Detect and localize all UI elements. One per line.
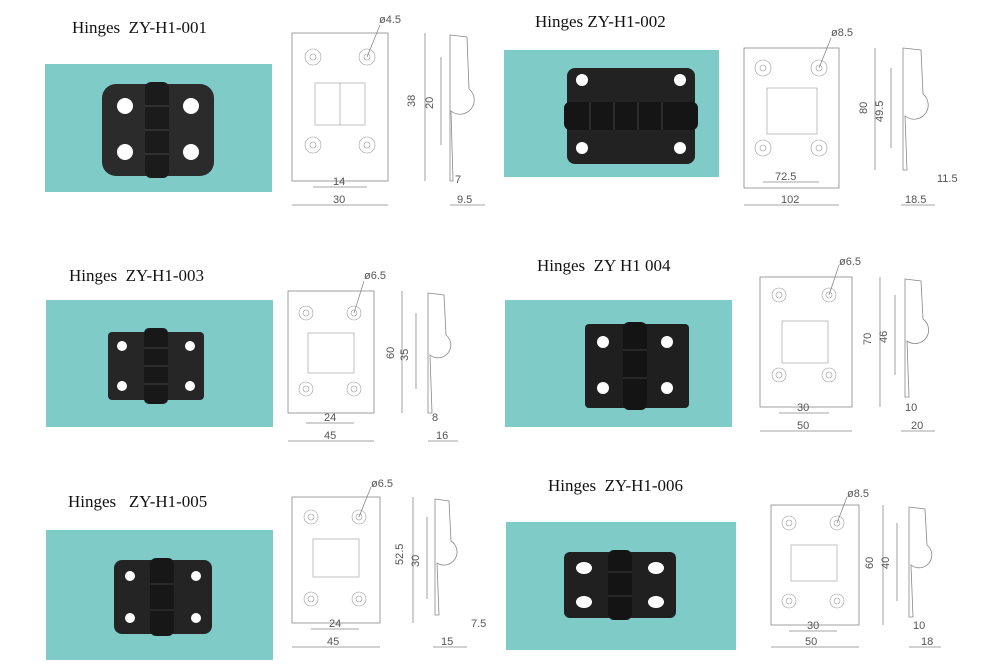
- height-total-label: 60: [864, 557, 876, 569]
- hinges-label: Hinges: [69, 266, 118, 285]
- product-photo: [506, 522, 736, 650]
- thickness-label: 8: [432, 412, 438, 424]
- width-total-label: 45: [324, 430, 336, 442]
- hinge-image: [564, 68, 698, 164]
- depth-label: 15: [441, 636, 453, 648]
- thickness-label: 10: [905, 402, 917, 414]
- hinge-image: [114, 558, 212, 636]
- model-code: ZY-H1-003: [125, 266, 205, 285]
- hinge-image: [585, 322, 689, 410]
- product-title: Hinges ZY-H1-003: [69, 266, 204, 286]
- product-photo: [46, 530, 273, 660]
- technical-drawing: ø6.5 45 24 60 35 8 16: [287, 270, 458, 442]
- hinges-label: Hinges: [68, 492, 117, 511]
- height-total-label: 80: [858, 102, 870, 114]
- hinge-image: [108, 328, 204, 404]
- thickness-label: 7: [455, 174, 461, 186]
- depth-label: 18.5: [905, 194, 926, 206]
- hinges-label: Hinges: [535, 12, 584, 31]
- width-total-label: 50: [805, 636, 817, 648]
- product-photo: [505, 300, 732, 427]
- hole-diameter-label: ø4.5: [379, 14, 401, 26]
- width-total-label: 50: [797, 420, 809, 432]
- product-title: Hinges ZY-H1-006: [548, 476, 683, 496]
- product-title: Hinges ZY H1 004: [537, 256, 670, 276]
- technical-drawing: ø6.5 50 30 70 46 10 20: [759, 256, 935, 432]
- model-code: ZY-H1-006: [604, 476, 684, 495]
- width-gap-label: 24: [329, 618, 341, 630]
- product-photo: [45, 64, 272, 192]
- height-inner-label: 20: [424, 97, 436, 109]
- hole-diameter-label: ø6.5: [364, 270, 386, 282]
- technical-drawing: ø4.5 30 14 38 20 7 9.5: [291, 14, 485, 206]
- depth-label: 20: [911, 420, 923, 432]
- width-total-label: 45: [327, 636, 339, 648]
- height-inner-label: 40: [880, 557, 892, 569]
- technical-drawing: ø8.5 50 30 60 40 10 18: [770, 488, 941, 648]
- hole-diameter-label: ø6.5: [371, 478, 393, 490]
- width-gap-label: 24: [324, 412, 336, 424]
- width-total-label: 30: [333, 194, 345, 206]
- height-total-label: 60: [385, 347, 397, 359]
- hinge-image: [102, 82, 214, 178]
- technical-drawing: ø8.5 102 72.5 80 49.5 11.5 18.5: [743, 27, 958, 206]
- depth-label: 9.5: [457, 194, 472, 206]
- product-title: Hinges ZY-H1-002: [535, 12, 666, 32]
- height-inner-label: 46: [878, 331, 890, 343]
- product-title: Hinges ZY-H1-001: [72, 18, 207, 38]
- hinge-image: [564, 550, 676, 620]
- hole-diameter-label: ø8.5: [831, 27, 853, 39]
- thickness-label: 10: [913, 620, 925, 632]
- thickness-label: 7.5: [471, 618, 486, 630]
- height-inner-label: 35: [399, 349, 411, 361]
- product-photo: [46, 300, 273, 427]
- model-code: ZY-H1-001: [128, 18, 208, 37]
- depth-label: 18: [921, 636, 933, 648]
- hinges-label: Hinges: [537, 256, 586, 275]
- width-gap-label: 30: [807, 620, 819, 632]
- product-title: Hinges ZY-H1-005: [68, 492, 207, 512]
- width-total-label: 102: [781, 194, 799, 206]
- height-total-label: 70: [862, 333, 874, 345]
- hole-diameter-label: ø6.5: [839, 256, 861, 268]
- model-code: ZY H1 004: [593, 256, 671, 275]
- model-code: ZY-H1-002: [587, 12, 666, 31]
- width-gap-label: 14: [333, 176, 345, 188]
- product-photo: [504, 50, 719, 177]
- height-total-label: 52.5: [394, 544, 406, 565]
- hinges-label: Hinges: [548, 476, 597, 495]
- model-code: ZY-H1-005: [128, 492, 208, 511]
- thickness-label: 11.5: [937, 173, 958, 185]
- width-gap-label: 72.5: [775, 171, 796, 183]
- height-inner-label: 30: [410, 555, 422, 567]
- height-total-label: 38: [406, 95, 418, 107]
- width-gap-label: 30: [797, 402, 809, 414]
- technical-drawing: ø6.5 45 24 52.5 30 7.5 15: [291, 478, 486, 648]
- height-inner-label: 49.5: [874, 101, 886, 122]
- hinges-label: Hinges: [72, 18, 121, 37]
- depth-label: 16: [436, 430, 448, 442]
- hole-diameter-label: ø8.5: [847, 488, 869, 500]
